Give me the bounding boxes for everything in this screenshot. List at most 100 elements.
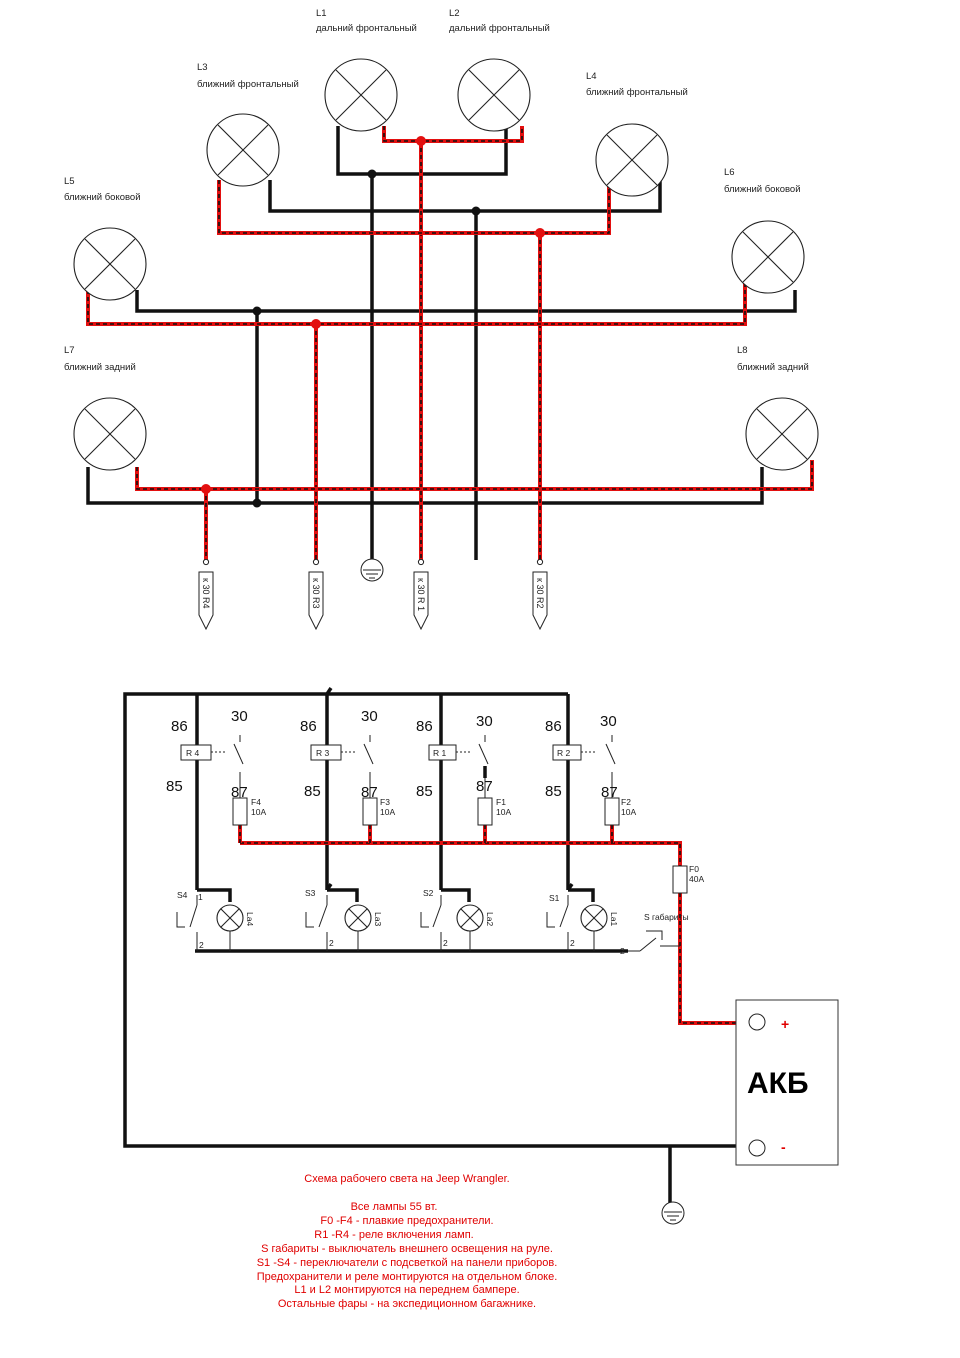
relay-r3-pin85: 85 [304, 783, 321, 800]
switch-s3-label: S3 [305, 888, 316, 898]
relay-r4-name: R 4 [186, 748, 200, 758]
lamp-l8-code: L8 [737, 345, 748, 356]
switch-s-gabarity-label: S габариты [644, 912, 689, 922]
connector-r3: к 30 R3 [308, 558, 324, 631]
legend-notes: Схема рабочего света на Jeep Wrangler. В… [257, 1173, 558, 1310]
fuse-f1-rating: 10A [496, 807, 511, 817]
lamp-l3-desc: ближний фронтальный [197, 79, 299, 90]
note-line: Все лампы 55 вт. [351, 1201, 438, 1213]
note-line: S габариты - выключатель внешнего освеще… [261, 1243, 553, 1255]
battery-minus: - [781, 1139, 786, 1155]
lamp-l1 [324, 58, 398, 132]
battery-plus: + [781, 1016, 789, 1032]
svg-text:2: 2 [443, 938, 448, 948]
relay-r2-pin87: 87 [601, 784, 618, 801]
note-line: Остальные фары - на экспедиционном багаж… [278, 1298, 536, 1310]
relay-wiring [123, 687, 743, 1204]
lamp-l1-desc: дальний фронтальный [316, 23, 417, 34]
relay-r3: R 3 86 30 85 87 F3 10A [300, 708, 395, 826]
note-title: Схема рабочего света на Jeep Wrangler. [304, 1173, 509, 1185]
relay-r3-name: R 3 [316, 748, 330, 758]
relay-r1-pin85: 85 [416, 783, 433, 800]
relay-r4-pin85: 85 [166, 778, 183, 795]
indicator-la1 [580, 904, 608, 932]
svg-text:2: 2 [620, 946, 625, 956]
indicator-la1-label: La1 [609, 912, 619, 926]
lamp-l5 [73, 227, 147, 301]
relay-r2-pin30: 30 [600, 713, 617, 730]
svg-text:2: 2 [329, 938, 334, 948]
lamp-l6-desc: ближний боковой [724, 184, 801, 195]
lamp-l6 [731, 220, 805, 294]
indicator-la4 [216, 904, 244, 932]
relay-r1-pin86: 86 [416, 718, 433, 735]
fuse-f4-rating: 10A [251, 807, 266, 817]
relay-r3-pin86: 86 [300, 718, 317, 735]
relay-r1-name: R 1 [433, 748, 447, 758]
indicator-la4-label: La4 [245, 912, 255, 926]
lamp-l4-code: L4 [586, 71, 597, 82]
note-line: F0 -F4 - плавкие предохранители. [320, 1215, 493, 1227]
fuse-f2-name: F2 [621, 797, 631, 807]
lamp-l4 [595, 123, 669, 197]
fuse-f1-name: F1 [496, 797, 506, 807]
connector-r4: к 30 R4 [198, 558, 214, 631]
note-line: S1 -S4 - переключатели с подсветкой на п… [257, 1257, 558, 1269]
lamp-l1-code: L1 [316, 8, 327, 19]
switch-s4-label: S4 [177, 890, 188, 900]
ground-icon [360, 558, 384, 582]
connector-r2: к 30 R2 [532, 558, 548, 631]
indicator-la2 [456, 904, 484, 932]
indicator-la3 [344, 904, 372, 932]
connector-r3-label: к 30 R3 [311, 578, 321, 608]
relay-r2-name: R 2 [557, 748, 571, 758]
lamp-l2-code: L2 [449, 8, 460, 19]
battery-label: АКБ [747, 1067, 809, 1100]
battery: АКБ + - [735, 999, 839, 1166]
switch-s-gabarity: S габариты 2 [620, 912, 689, 956]
lamp-l2-desc: дальний фронтальный [449, 23, 550, 34]
relay-r4-pin30: 30 [231, 708, 248, 725]
switch-s1: S1 2 [546, 893, 575, 951]
indicator-la2-label: La2 [485, 912, 495, 926]
svg-text:2: 2 [199, 940, 204, 950]
lamp-l7 [73, 397, 147, 471]
svg-text:1: 1 [198, 892, 203, 902]
relay-r4: R 4 86 30 85 87 F4 10A [166, 708, 266, 826]
fuse-f4-name: F4 [251, 797, 261, 807]
note-line: R1 -R4 - реле включения ламп. [314, 1229, 473, 1241]
fuse-f3-name: F3 [380, 797, 390, 807]
switch-s2: S2 2 [420, 888, 448, 951]
connector-r4-label: к 30 R4 [201, 578, 211, 608]
relay-r1: R 1 86 30 85 87 F1 10A [416, 713, 511, 826]
lamp-l3 [206, 113, 280, 187]
relay-r2: R 2 86 30 85 87 F2 10A [545, 713, 636, 826]
relay-r2-pin85: 85 [545, 783, 562, 800]
lamp-l8 [745, 397, 819, 471]
note-line: Предохранители и реле монтируются на отд… [257, 1271, 558, 1283]
lamp-l5-desc: ближний боковой [64, 192, 141, 203]
relay-r3-pin30: 30 [361, 708, 378, 725]
connector-r2-label: к 30 R2 [535, 578, 545, 608]
connector-r1: к 30 R 1 [413, 558, 429, 631]
fuse-f0: F0 40A [672, 864, 704, 894]
lamp-l5-code: L5 [64, 176, 75, 187]
lamp-l6-code: L6 [724, 167, 735, 178]
note-line: L1 и L2 монтируются на переднем бампере. [294, 1284, 519, 1296]
relay-r4-pin87: 87 [231, 784, 248, 801]
svg-text:2: 2 [570, 938, 575, 948]
chassis-ground-icon [661, 1201, 685, 1225]
fuse-f2-rating: 10A [621, 807, 636, 817]
connector-r1-label: к 30 R 1 [416, 578, 426, 611]
lamp-l7-desc: ближний задний [64, 362, 136, 373]
relay-r4-pin86: 86 [171, 718, 188, 735]
indicator-la3-label: La3 [373, 912, 383, 926]
fuse-f3-rating: 10A [380, 807, 395, 817]
lamp-l3-code: L3 [197, 62, 208, 73]
switch-s2-label: S2 [423, 888, 434, 898]
relay-r3-pin87: 87 [361, 784, 378, 801]
lamp-wiring [86, 126, 814, 560]
relay-r1-pin87: 87 [476, 778, 493, 795]
switch-s4: S4 1 2 [176, 890, 204, 951]
